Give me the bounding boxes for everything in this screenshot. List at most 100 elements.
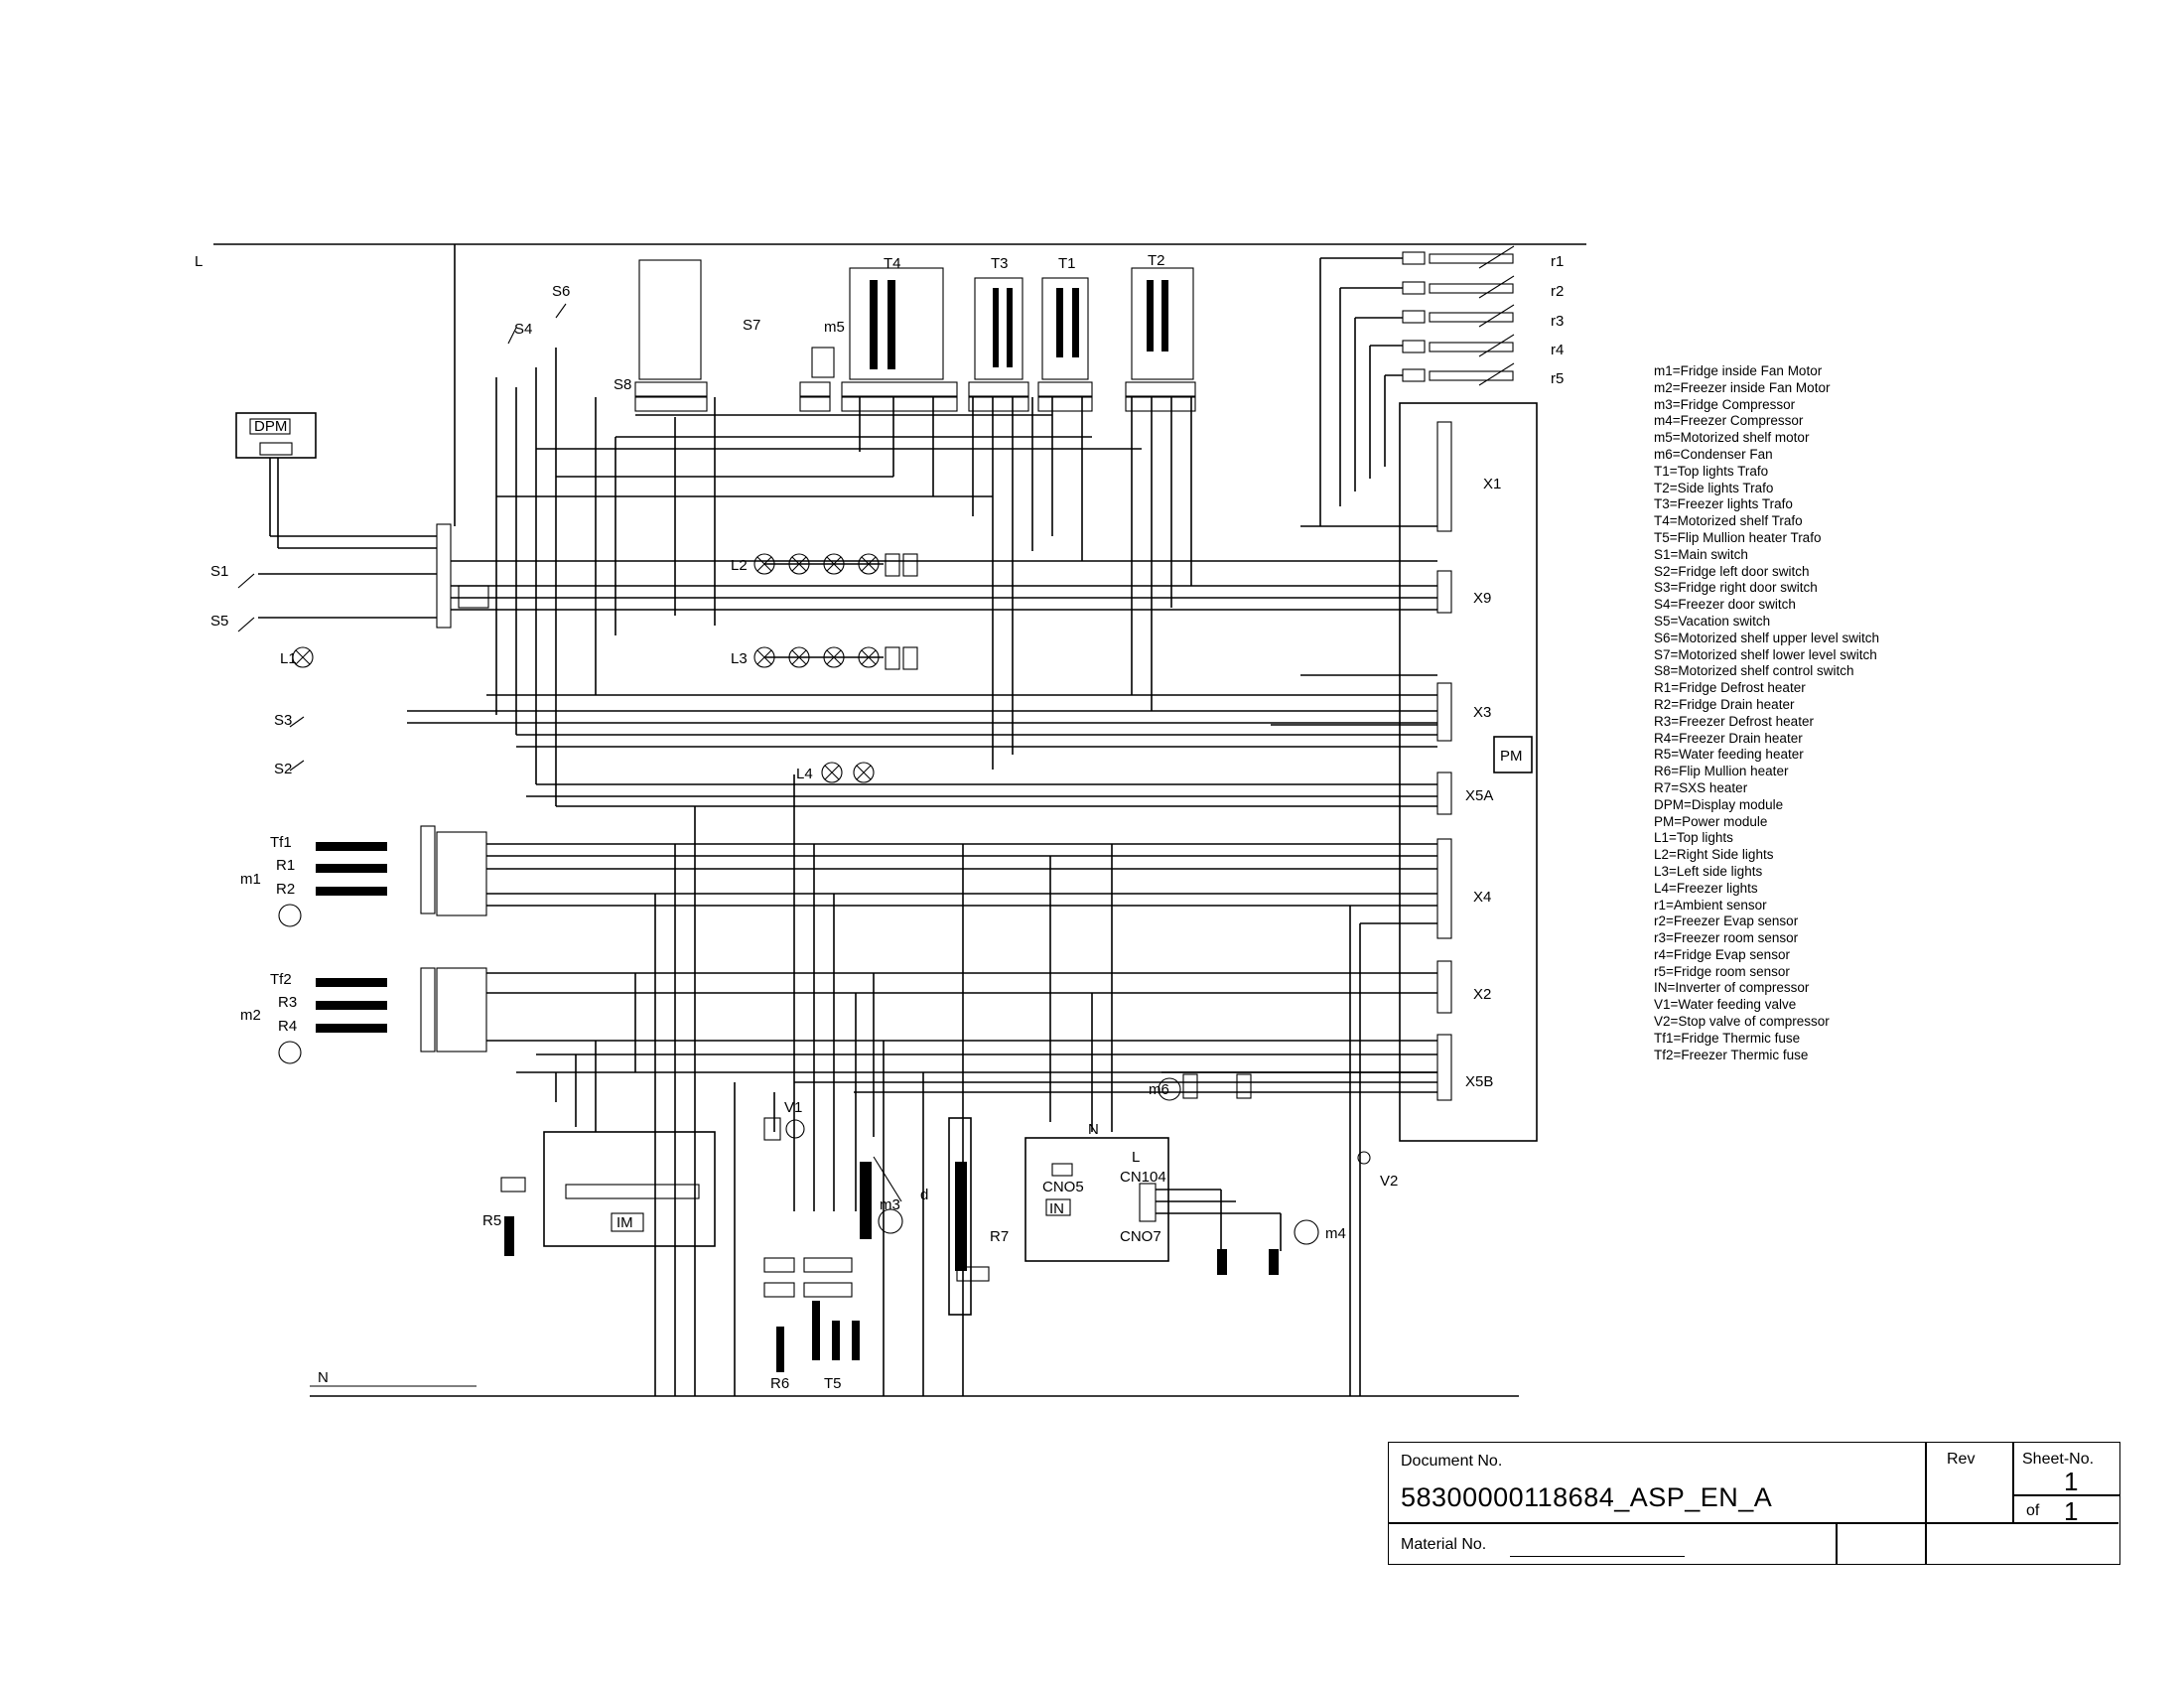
legend-entry: r3=Freezer room sensor — [1654, 930, 1799, 946]
legend-entry: S7=Motorized shelf lower level switch — [1654, 646, 1877, 662]
legend-entry: T1=Top lights Trafo — [1654, 463, 1769, 479]
t4-label: T4 — [884, 255, 901, 272]
legend-entry: L2=Right Side lights — [1654, 847, 1774, 863]
legend-entry: R1=Fridge Defrost heater — [1654, 680, 1806, 696]
cno7-label: CNO7 — [1120, 1228, 1161, 1245]
material-no-label: Material No. — [1401, 1536, 1487, 1553]
r6-label: R6 — [770, 1375, 789, 1392]
legend-entry: m1=Fridge inside Fan Motor — [1654, 363, 1823, 378]
legend-entry: R6=Flip Mullion heater — [1654, 764, 1789, 779]
x5b-label: X5B — [1465, 1073, 1493, 1090]
legend-entry: L3=Left side lights — [1654, 863, 1763, 879]
v2-label: V2 — [1380, 1173, 1398, 1190]
s7-label: S7 — [743, 317, 760, 334]
l2-label: L2 — [731, 557, 748, 574]
x1-label: X1 — [1483, 476, 1501, 492]
r3-label: R3 — [278, 994, 297, 1011]
l3-label: L3 — [731, 650, 748, 667]
x4-label: X4 — [1473, 889, 1491, 906]
v1-label: V1 — [784, 1099, 802, 1116]
x9-label: X9 — [1473, 590, 1491, 607]
legend-entry: r5=Fridge room sensor — [1654, 963, 1790, 979]
sensor-r3-label: r3 — [1551, 313, 1564, 330]
legend-entry: r1=Ambient sensor — [1654, 897, 1767, 912]
sheet-number: 1 — [2064, 1467, 2079, 1496]
legend-entry: S1=Main switch — [1654, 546, 1748, 562]
legend-entry: r2=Freezer Evap sensor — [1654, 913, 1799, 929]
legend-entry: PM=Power module — [1654, 813, 1768, 829]
r1-label: R1 — [276, 857, 295, 874]
legend-entry: T5=Flip Mullion heater Trafo — [1654, 529, 1822, 545]
tf2-label: Tf2 — [270, 971, 292, 988]
s8-label: S8 — [614, 376, 631, 393]
t2-label: T2 — [1148, 252, 1165, 269]
legend-entry: L1=Top lights — [1654, 830, 1733, 846]
sheet-total: 1 — [2064, 1496, 2079, 1526]
sxs-heater-box — [948, 1117, 972, 1316]
power-module-box — [1399, 402, 1538, 1142]
l1-label: L1 — [280, 650, 297, 667]
legend-entry: S3=Fridge right door switch — [1654, 580, 1818, 596]
r7-label: R7 — [990, 1228, 1009, 1245]
rail-neutral-label: N — [318, 1369, 329, 1386]
legend-entry: S2=Fridge left door switch — [1654, 563, 1810, 579]
pm-connector-blocks — [1436, 421, 1452, 1101]
legend-entry: Tf1=Fridge Thermic fuse — [1654, 1030, 1801, 1046]
title-block: Document No. 58300000118684_ASP_EN_A Rev… — [1388, 1442, 2120, 1565]
s2-label: S2 — [274, 761, 292, 777]
m1-label: m1 — [240, 871, 261, 888]
legend-entry: S6=Motorized shelf upper level switch — [1654, 630, 1879, 645]
rail-line-label: L — [195, 253, 203, 270]
legend-entry: Tf2=Freezer Thermic fuse — [1654, 1047, 1809, 1062]
m5-label: m5 — [824, 319, 845, 336]
top-modules — [634, 259, 1196, 412]
light-l1 — [292, 646, 314, 668]
legend-entry: m4=Freezer Compressor — [1654, 413, 1804, 429]
x3-label: X3 — [1473, 704, 1491, 721]
d-label: d — [920, 1187, 928, 1203]
sensor-r2-label: r2 — [1551, 283, 1564, 300]
trafo-cores — [870, 280, 1168, 369]
legend-entry: R2=Fridge Drain heater — [1654, 696, 1795, 712]
s5-label: S5 — [210, 613, 228, 630]
legend-entry: m5=Motorized shelf motor — [1654, 430, 1810, 446]
document-number: 58300000118684_ASP_EN_A — [1401, 1482, 1773, 1512]
legend-entry: V2=Stop valve of compressor — [1654, 1014, 1830, 1030]
im-label: IM — [616, 1214, 633, 1231]
x5a-label: X5A — [1465, 787, 1493, 804]
dpm-label: DPM — [254, 418, 287, 435]
r4-label: R4 — [278, 1018, 297, 1035]
document-no-label: Document No. — [1401, 1453, 1503, 1470]
in-label: IN — [1049, 1200, 1064, 1217]
s6-label: S6 — [552, 283, 570, 300]
r5-label: R5 — [482, 1212, 501, 1229]
l4-label: L4 — [796, 766, 813, 782]
sheet-no-label: Sheet-No. — [2022, 1451, 2095, 1468]
t3-label: T3 — [991, 255, 1009, 272]
light-l4-row — [821, 762, 875, 783]
legend-entry: m6=Condenser Fan — [1654, 446, 1773, 462]
inverter-n-label: N — [1088, 1121, 1099, 1138]
sensor-r5-label: r5 — [1551, 370, 1564, 387]
cno5-label: CNO5 — [1042, 1179, 1084, 1195]
fridge-heater-group — [278, 842, 387, 927]
legend-entry: L4=Freezer lights — [1654, 880, 1758, 896]
legend-entry: S4=Freezer door switch — [1654, 597, 1796, 613]
legend-entry: R3=Freezer Defrost heater — [1654, 713, 1814, 729]
m6-label: m6 — [1149, 1081, 1169, 1098]
sensor-blocks — [1402, 245, 1515, 386]
freezer-heater-group — [278, 978, 387, 1064]
legend-entry: T2=Side lights Trafo — [1654, 480, 1774, 495]
legend-entry: S5=Vacation switch — [1654, 613, 1771, 629]
s3-label: S3 — [274, 712, 292, 729]
switch-glyphs — [237, 303, 567, 772]
cn104-label: CN104 — [1120, 1169, 1166, 1186]
x2-label: X2 — [1473, 986, 1491, 1003]
sensor-r4-label: r4 — [1551, 342, 1564, 358]
display-module-box — [235, 412, 317, 459]
m4-label: m4 — [1325, 1225, 1346, 1242]
m3-label: m3 — [880, 1196, 900, 1213]
interface-module-box — [543, 1131, 716, 1247]
